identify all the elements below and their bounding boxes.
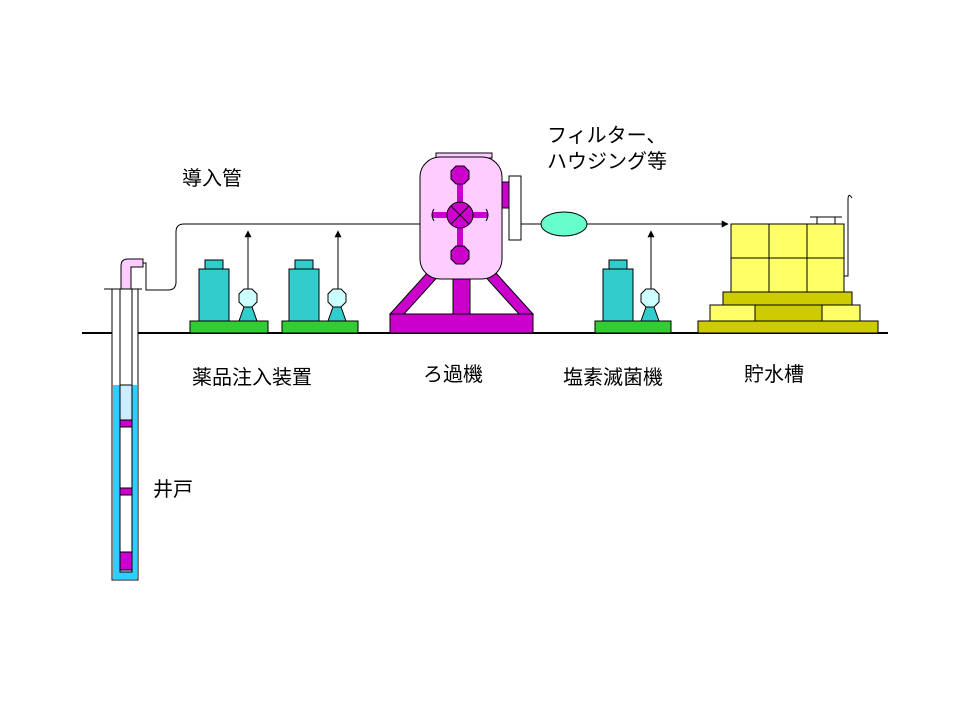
label-water-tank: 貯水槽: [744, 362, 804, 386]
chlorine-pump-head: [640, 288, 660, 308]
tank-panel: [806, 257, 845, 293]
filter-base: [389, 313, 534, 334]
injection-base: [189, 320, 269, 334]
chlorine-pump-stand: [640, 306, 660, 322]
chlorine-tank-cap: [608, 259, 628, 270]
tank-base-bottom: [697, 320, 879, 334]
filter-center-x: [450, 205, 470, 225]
injection-pump-head: [238, 288, 258, 308]
tank-panel: [730, 223, 770, 259]
injection-pump-stand: [327, 306, 347, 322]
chemical-injection-unit-2: [281, 230, 359, 334]
tank-panel: [768, 223, 808, 259]
tank-panel: [730, 257, 770, 293]
filter-side-connector: [501, 181, 510, 209]
tank-panel: [806, 223, 845, 259]
filter-valve-bottom: [450, 245, 470, 265]
water-tank: [697, 194, 879, 334]
well-inner-segment: [119, 426, 133, 489]
inline-filter-housing: [540, 211, 588, 237]
tank-panel: [768, 257, 808, 293]
chlorine-tank: [602, 268, 634, 322]
well-pump: [119, 551, 133, 571]
chlorine-sterilizer-unit: [594, 230, 672, 334]
well-inner-pipe-upper: [119, 288, 133, 386]
tank-vent-pipe: [844, 194, 853, 277]
label-intake-pipe: 導入管: [182, 166, 242, 190]
label-filter-machine: ろ過機: [423, 362, 483, 386]
label-well: 井戸: [153, 477, 193, 501]
label-filter-housing-line-1: フィルター、: [547, 123, 667, 147]
chemical-tank: [198, 268, 230, 322]
chemical-tank-cap: [294, 259, 314, 270]
label-filter-housing-line-2: ハウジング等: [547, 149, 667, 173]
filter-leg-center: [452, 277, 471, 315]
tank-base-middle-center: [754, 304, 823, 322]
filter-side-flange: [508, 175, 522, 241]
chemical-injection-unit-1: [189, 230, 269, 334]
well-joint-2: [119, 487, 133, 496]
well-riser-pipe: [120, 258, 144, 290]
intake-pipe-line: [143, 223, 420, 291]
sterilizer-base: [594, 320, 672, 334]
chemical-tank-cap: [204, 259, 224, 270]
tank-base-top: [722, 291, 853, 306]
filter-valve-top: [450, 165, 470, 185]
well-inner-segment: [119, 494, 133, 553]
injection-base: [281, 320, 359, 334]
label-chemical-injector: 薬品注入装置: [192, 365, 312, 389]
injection-pump-head: [327, 288, 347, 308]
label-chlorine-sterilizer: 塩素滅菌機: [563, 365, 663, 389]
well: [104, 258, 144, 581]
chemical-tank: [288, 268, 320, 322]
filter-flow-mark: [485, 208, 489, 222]
filter-flow-mark: [431, 208, 435, 222]
filter-machine: [388, 152, 535, 334]
injection-pump-stand: [238, 306, 258, 322]
well-joint-1: [119, 419, 133, 428]
